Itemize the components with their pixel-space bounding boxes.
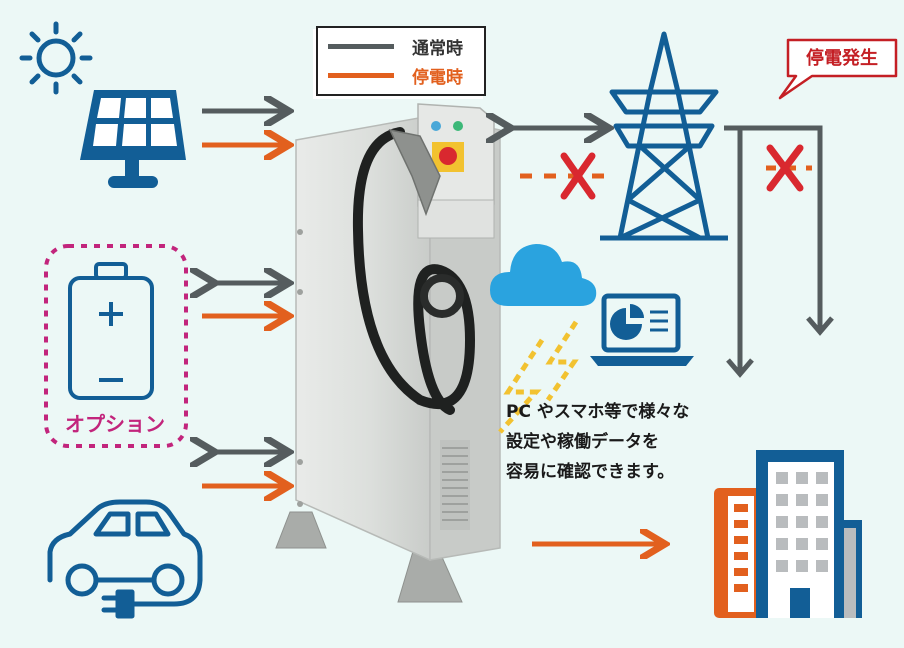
battery-icon (68, 262, 154, 400)
outage-callout-bubble (778, 38, 898, 100)
option-label: オプション (65, 412, 165, 436)
legend-outage-swatch (328, 73, 394, 78)
laptop-icon (590, 293, 694, 366)
power-line (724, 125, 823, 372)
legend-outage-label: 停電時 (412, 68, 463, 88)
option-frame (44, 244, 188, 448)
transmission-tower-icon (600, 31, 728, 241)
solar-panel-icon (80, 90, 186, 188)
description-text: PC やスマホ等で様々な 設定や稼働データを 容易に確認できます。 (506, 397, 706, 487)
signal-dashes (498, 320, 579, 434)
description-line: 容易に確認できます。 (506, 462, 675, 482)
description-line: 設定や稼働データを (506, 432, 659, 452)
cloud-icon (490, 244, 597, 306)
ev-car-icon (47, 499, 203, 619)
charger-station (275, 103, 501, 603)
legend-normal-label: 通常時 (412, 39, 463, 59)
office-building-icon (714, 450, 862, 618)
sun-icon (19, 21, 93, 95)
outage-callout-label: 停電発生 (806, 48, 878, 69)
legend-normal-swatch (328, 44, 394, 49)
cross-grid-icon (560, 152, 596, 200)
power-line-arrowheads (726, 316, 834, 378)
legend: 通常時 停電時 (316, 26, 486, 96)
description-line: PC やスマホ等で様々な (506, 402, 690, 422)
cross-outage-icon (766, 144, 804, 192)
